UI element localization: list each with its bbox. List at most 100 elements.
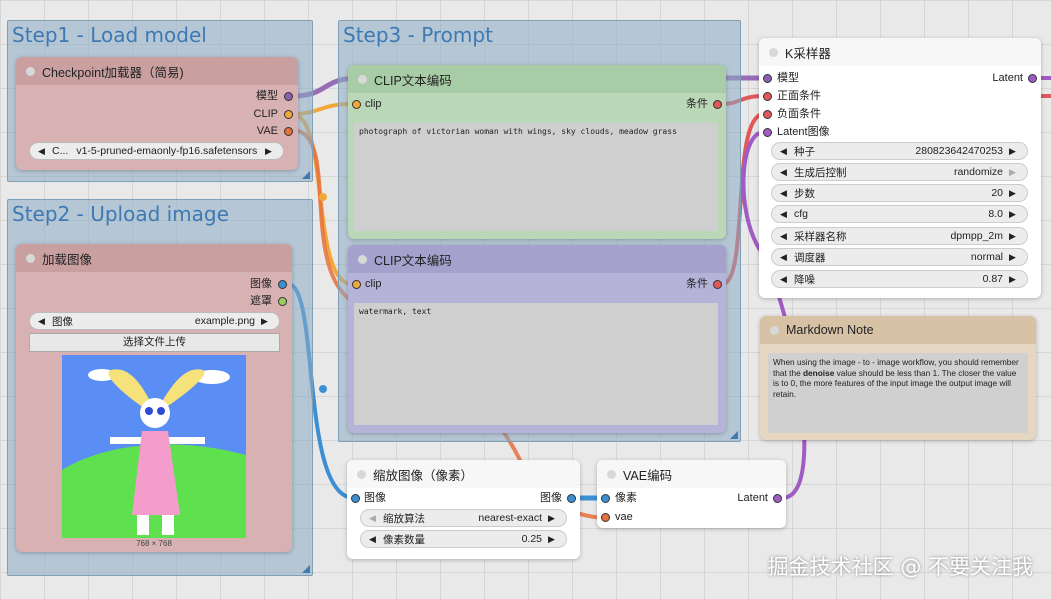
widget-label: 调度器 [794, 251, 826, 264]
arrow-left-icon[interactable]: ◀ [780, 208, 787, 219]
input-latent-slot[interactable] [763, 128, 772, 137]
collapse-dot-icon[interactable] [770, 326, 779, 335]
cfg-widget[interactable]: ◀ cfg 8.0 ▶ [771, 205, 1028, 223]
scale-image-node[interactable]: 缩放图像（像素） 图像 图像 ◀ 缩放算法 nearest-exact ▶ ◀ … [347, 460, 580, 559]
seed-widget[interactable]: ◀ 种子 280823642470253 ▶ [771, 142, 1028, 160]
arrow-right-icon[interactable]: ▶ [1009, 208, 1016, 219]
output-vae-slot[interactable] [284, 127, 293, 136]
upload-button[interactable]: 选择文件上传 [29, 333, 280, 352]
widget-value: dpmpp_2m [950, 230, 1003, 242]
node-header[interactable]: CLIP文本编码 [348, 245, 726, 273]
output-image-slot[interactable] [278, 280, 287, 289]
widget-value: 280823642470253 [915, 145, 1003, 157]
collapse-dot-icon[interactable] [358, 255, 367, 264]
checkpoint-loader-node[interactable]: Checkpoint加载器（简易) 模型 CLIP VAE ◀ C... v1-… [16, 57, 298, 170]
input-vae-slot[interactable] [601, 513, 610, 522]
megapixels-widget[interactable]: ◀ 像素数量 0.25 ▶ [360, 530, 567, 548]
group-resize-handle[interactable] [302, 565, 310, 573]
node-header[interactable]: VAE编码 [597, 460, 786, 488]
output-conditioning-slot[interactable] [713, 100, 722, 109]
collapse-dot-icon[interactable] [607, 470, 616, 479]
ckpt-name-combo[interactable]: ◀ C... v1-5-pruned-emaonly-fp16.safetens… [29, 142, 284, 160]
arrow-left-icon[interactable]: ◀ [780, 187, 787, 198]
output-conditioning-label: 条件 [686, 98, 708, 110]
input-clip-slot[interactable] [352, 280, 361, 289]
output-image-label: 图像 [250, 278, 272, 290]
node-header[interactable]: 缩放图像（像素） [347, 460, 580, 488]
clip-text-encode-positive-node[interactable]: CLIP文本编码 clip 条件 photograph of victorian… [348, 65, 726, 239]
collapse-dot-icon[interactable] [769, 48, 778, 57]
control-after-generate-widget[interactable]: ◀ 生成后控制 randomize ▶ [771, 163, 1028, 181]
output-latent-slot[interactable] [773, 494, 782, 503]
arrow-right-icon[interactable]: ▶ [1009, 273, 1016, 284]
widget-value: 0.25 [521, 533, 542, 545]
input-pixels-slot[interactable] [601, 494, 610, 503]
arrow-left-icon[interactable]: ◀ [780, 145, 787, 156]
arrow-left-icon[interactable]: ◀ [780, 166, 787, 177]
input-clip-slot[interactable] [352, 100, 361, 109]
group-title-step3: Step3 - Prompt [343, 23, 493, 47]
steps-widget[interactable]: ◀ 步数 20 ▶ [771, 184, 1028, 202]
input-image-slot[interactable] [351, 494, 360, 503]
watermark-text: 掘金技术社区 @ 不要关注我 [767, 555, 1033, 579]
ksampler-node[interactable]: K采样器 模型 Latent 正面条件 负面条件 Latent图像 ◀ 种子 2… [759, 38, 1041, 298]
output-model-slot[interactable] [284, 92, 293, 101]
negative-prompt-textarea[interactable]: watermark, text [354, 303, 718, 425]
widget-label: 生成后控制 [794, 166, 847, 179]
output-latent-slot[interactable] [1028, 74, 1037, 83]
output-conditioning-slot[interactable] [713, 280, 722, 289]
node-header[interactable]: Markdown Note [760, 316, 1036, 344]
arrow-left-icon[interactable]: ◀ [780, 251, 787, 262]
output-latent-label: Latent [992, 72, 1023, 84]
scheduler-widget[interactable]: ◀ 调度器 normal ▶ [771, 248, 1028, 266]
output-image-slot[interactable] [567, 494, 576, 503]
output-latent-label: Latent [737, 492, 768, 504]
group-resize-handle[interactable] [302, 171, 310, 179]
collapse-dot-icon[interactable] [26, 254, 35, 263]
node-header[interactable]: CLIP文本编码 [348, 65, 726, 93]
group-resize-handle[interactable] [730, 431, 738, 439]
arrow-right-icon[interactable]: ▶ [1009, 251, 1016, 262]
node-title: Checkpoint加载器（简易) [42, 65, 184, 80]
arrow-right-icon[interactable]: ▶ [1009, 187, 1016, 198]
node-header[interactable]: 加载图像 [16, 244, 292, 272]
widget-label: cfg [794, 208, 809, 220]
arrow-right-icon[interactable]: ▶ [1009, 166, 1016, 177]
group-title-step1: Step1 - Load model [12, 23, 207, 47]
node-title: VAE编码 [623, 468, 673, 483]
input-positive-slot[interactable] [763, 92, 772, 101]
widget-label: 像素数量 [383, 533, 425, 546]
vae-encode-node[interactable]: VAE编码 像素 Latent vae [597, 460, 786, 528]
arrow-right-icon[interactable]: ▶ [548, 533, 555, 544]
collapse-dot-icon[interactable] [357, 470, 366, 479]
input-model-slot[interactable] [763, 74, 772, 83]
arrow-right-icon[interactable]: ▶ [1009, 145, 1016, 156]
arrow-left-icon[interactable]: ◀ [780, 230, 787, 241]
arrow-right-icon[interactable]: ▶ [261, 315, 268, 326]
node-title: K采样器 [785, 46, 831, 61]
arrow-right-icon[interactable]: ▶ [265, 145, 272, 156]
arrow-right-icon[interactable]: ▶ [548, 512, 555, 523]
input-negative-slot[interactable] [763, 110, 772, 119]
arrow-left-icon[interactable]: ◀ [369, 533, 376, 544]
image-combo[interactable]: ◀ 图像 example.png ▶ [29, 312, 280, 330]
denoise-widget[interactable]: ◀ 降噪 0.87 ▶ [771, 270, 1028, 288]
arrow-right-icon[interactable]: ▶ [1009, 230, 1016, 241]
prompt-textarea[interactable]: photograph of victorian woman with wings… [354, 123, 718, 231]
arrow-left-icon[interactable]: ◀ [38, 315, 45, 326]
output-mask-slot[interactable] [278, 297, 287, 306]
markdown-note-node[interactable]: Markdown Note When using the image - to … [760, 316, 1036, 440]
collapse-dot-icon[interactable] [358, 75, 367, 84]
sampler-name-widget[interactable]: ◀ 采样器名称 dpmpp_2m ▶ [771, 227, 1028, 245]
upscale-method-widget[interactable]: ◀ 缩放算法 nearest-exact ▶ [360, 509, 567, 527]
clip-text-encode-negative-node[interactable]: CLIP文本编码 clip 条件 watermark, text [348, 245, 726, 433]
arrow-left-icon[interactable]: ◀ [780, 273, 787, 284]
node-header[interactable]: Checkpoint加载器（简易) [16, 57, 298, 85]
collapse-dot-icon[interactable] [26, 67, 35, 76]
arrow-left-icon[interactable]: ◀ [369, 512, 376, 523]
load-image-node[interactable]: 加载图像 图像 遮罩 ◀ 图像 example.png ▶ 选择文件上传 768… [16, 244, 292, 552]
node-header[interactable]: K采样器 [759, 38, 1041, 66]
output-clip-slot[interactable] [284, 110, 293, 119]
arrow-left-icon[interactable]: ◀ [38, 145, 45, 156]
widget-value: randomize [953, 166, 1003, 178]
